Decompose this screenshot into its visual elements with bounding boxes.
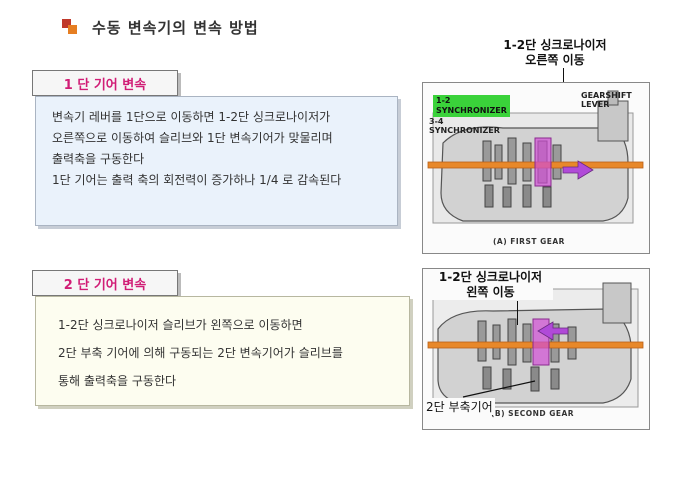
title-bullet-icon [62,19,78,35]
figure1-caption: 1-2단 싱크로나이저 오른쪽 이동 [470,38,640,68]
figure1-gearshift-tag: GEARSHIFT LEVER [581,91,632,109]
section1-line: 오른쪽으로 이동하여 슬리브와 1단 변속기어가 맞물리며 [52,131,333,145]
figure2-caption-line: 왼쪽 이동 [466,285,515,299]
figure2-drawing [427,282,644,408]
figure2-counter-gear-label: 2단 부축기어 [424,398,495,415]
figure2-gear-caption: (B) SECOND GEAR [491,409,575,418]
figure1-synchronizer34-word: SYNCHRONIZER [429,126,500,135]
figure1-caption-line: 오른쪽 이동 [525,53,585,67]
figure1-gear-caption: (A) FIRST GEAR [493,237,565,246]
figure1-drawing [427,90,644,224]
figure2-pointer-line [517,301,518,325]
figure1-synchronizer12-word: SYNCHRONIZER [436,106,507,115]
figure2-caption-line: 1-2단 싱크로나이저 [438,270,543,284]
section1-label: 1 단 기어 변속 [32,70,178,96]
section2-label: 2 단 기어 변속 [32,270,178,296]
figure1-synchronizer34-label: 3-4 [429,117,444,126]
section2-line: 2단 부축 기어에 의해 구동되는 2단 변속기어가 슬리브를 [58,346,343,360]
section1-line: 변속기 레버를 1단으로 이동하면 1-2단 싱크로나이저가 [52,110,331,124]
figure1-synchronizer12-label: 1-2 [436,96,451,105]
section2-body: 1-2단 싱크로나이저 슬리브가 왼쪽으로 이동하면 2단 부축 기어에 의해 … [35,296,410,406]
figure1-lever-label: LEVER [581,100,610,109]
figure2-caption: 1-2단 싱크로나이저 왼쪽 이동 [428,270,553,300]
figure1-gearshift-label: GEARSHIFT [581,91,632,100]
section1-body: 변속기 레버를 1단으로 이동하면 1-2단 싱크로나이저가 오른쪽으로 이동하… [35,96,398,226]
figure1-synchronizer12-tag: 1-2 SYNCHRONIZER [433,95,510,117]
section1-line: 출력축을 구동한다 [52,152,145,166]
section2-line: 1-2단 싱크로나이저 슬리브가 왼쪽으로 이동하면 [58,318,303,332]
page-header: 수동 변속기의 변속 방법 [62,14,259,40]
figure1-synchronizer34-tag: 3-4 SYNCHRONIZER [429,117,500,135]
page-title: 수동 변속기의 변속 방법 [92,18,259,37]
figure1-transmission-image: 1-2 SYNCHRONIZER 3-4 SYNCHRONIZER GEARSH… [422,82,650,254]
figure1-caption-line: 1-2단 싱크로나이저 [503,38,607,52]
section2-line: 통해 출력축을 구동한다 [58,374,177,388]
section1-line: 1단 기어는 출력 축의 회전력이 증가하나 1/4 로 감속된다 [52,173,342,187]
